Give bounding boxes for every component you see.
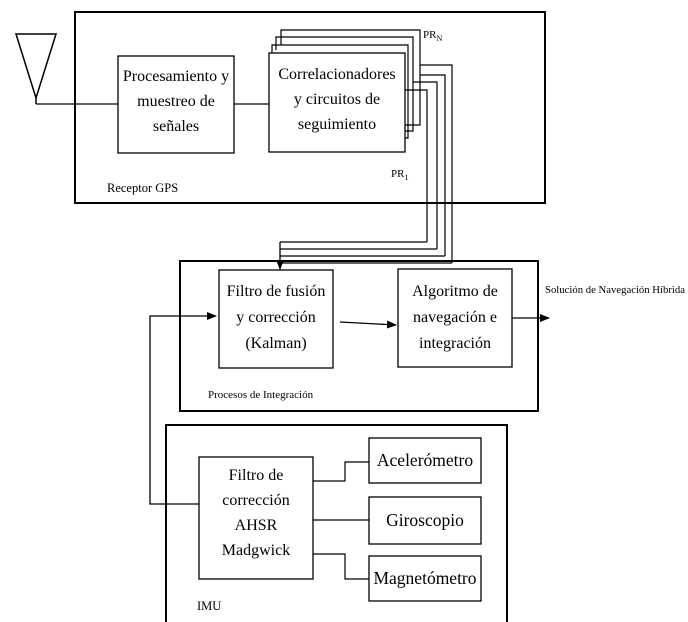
integration-box [179, 260, 539, 412]
algorithm-label-line1: Algoritmo de [412, 283, 498, 300]
correlators-label-line1: Correlacionadores [278, 66, 395, 83]
pr1-label: PR1 [391, 168, 408, 182]
accelerometer-label: Acelerómetro [377, 450, 473, 470]
integration-process-label: Procesos de Integración [208, 389, 314, 401]
correlator-stack-back3 [280, 29, 421, 126]
imu-filter-label-line2: corrección [222, 492, 290, 509]
kalman-filter-block [218, 269, 334, 369]
processing-label-line2: muestreo de [137, 93, 215, 110]
imu-box [165, 424, 508, 622]
processing-label-line3: señales [153, 118, 199, 135]
correlators-block [268, 52, 406, 153]
imu-filter-label-line1: Filtro de [229, 467, 284, 484]
correlator-output-line-1 [405, 89, 428, 242]
antenna-icon [14, 33, 58, 104]
processing-label-line1: Procesamiento y [123, 68, 229, 85]
kalman-to-algorithm-arrow [339, 320, 397, 329]
correlator-output-line-4 [420, 64, 453, 263]
gps-receiver-box [74, 11, 546, 204]
gyroscope-label: Giroscopio [386, 510, 464, 530]
imu-filter-label-line4: Madgwick [222, 542, 290, 559]
processing-block [117, 55, 235, 154]
correlator-stack-back1 [271, 44, 409, 139]
algorithm-label-line2: navegación e [413, 309, 497, 326]
correlator-stack-back2 [275, 36, 414, 132]
imu-label: IMU [197, 599, 221, 613]
magnetometer-label: Magnetómetro [373, 568, 476, 588]
magnetometer-block [368, 555, 482, 602]
correlator-output-line-2 [413, 81, 438, 249]
kalman-label-line1: Filtro de fusión [227, 283, 326, 300]
navigation-algorithm-block [397, 268, 513, 368]
hybrid-solution-label: Solución de Navegación Híbrida [545, 284, 685, 296]
correlators-label-line3: seguimiento [298, 116, 376, 133]
algorithm-label-line3: integración [419, 335, 491, 352]
prn-label: PRN [423, 29, 442, 43]
gps-receiver-label: Receptor GPS [107, 181, 178, 195]
accelerometer-connection [313, 461, 369, 482]
imu-filter-label-line3: AHSR [235, 517, 278, 534]
accelerometer-block [368, 437, 482, 484]
correlator-output-line-3 [420, 74, 446, 256]
magnetometer-connection [313, 553, 369, 580]
gyroscope-block [368, 496, 482, 545]
correlators-label-line2: y circuitos de [294, 91, 380, 108]
kalman-label-line3: (Kalman) [245, 335, 306, 352]
imu-correction-filter-block [198, 456, 314, 580]
kalman-label-line2: y corrección [236, 309, 316, 326]
imu-to-kalman-arrow [149, 312, 217, 505]
